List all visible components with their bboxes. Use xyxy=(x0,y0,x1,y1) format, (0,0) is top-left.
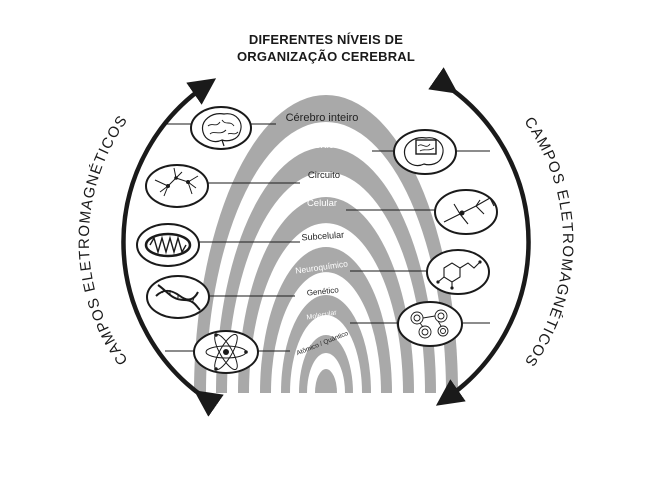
band-label-subcelular: Subcelular xyxy=(301,230,344,243)
protein-icon xyxy=(397,301,463,347)
dna-icon xyxy=(146,275,210,319)
diagram-title-line1: DIFERENTES NÍVEIS DE xyxy=(248,32,404,47)
neuron-icon xyxy=(434,189,498,235)
right-field-arc xyxy=(428,67,531,406)
band-labels: Cérebro inteiro Cortical Circuito Celula… xyxy=(286,112,359,357)
neural-circuit-icon xyxy=(145,164,209,208)
diagram-title-line2: ORGANIZAÇÃO CEREBRAL xyxy=(236,49,416,64)
band-label-genetico: Genético xyxy=(306,285,339,297)
concentric-bands xyxy=(194,95,458,393)
atom-icon xyxy=(193,330,259,374)
band-ring xyxy=(315,369,337,393)
band-label-circuito: Circuito xyxy=(308,170,340,181)
mitochondrion-icon xyxy=(136,223,200,267)
left-field-arc xyxy=(121,78,224,417)
band-label-celular: Celular xyxy=(307,198,337,209)
band-label-cerebro-inteiro: Cérebro inteiro xyxy=(286,112,359,124)
band-label-cortical: Cortical xyxy=(308,140,343,151)
brain-icon xyxy=(190,106,252,150)
molecule-icon xyxy=(426,249,490,295)
cortex-icon xyxy=(393,129,457,175)
